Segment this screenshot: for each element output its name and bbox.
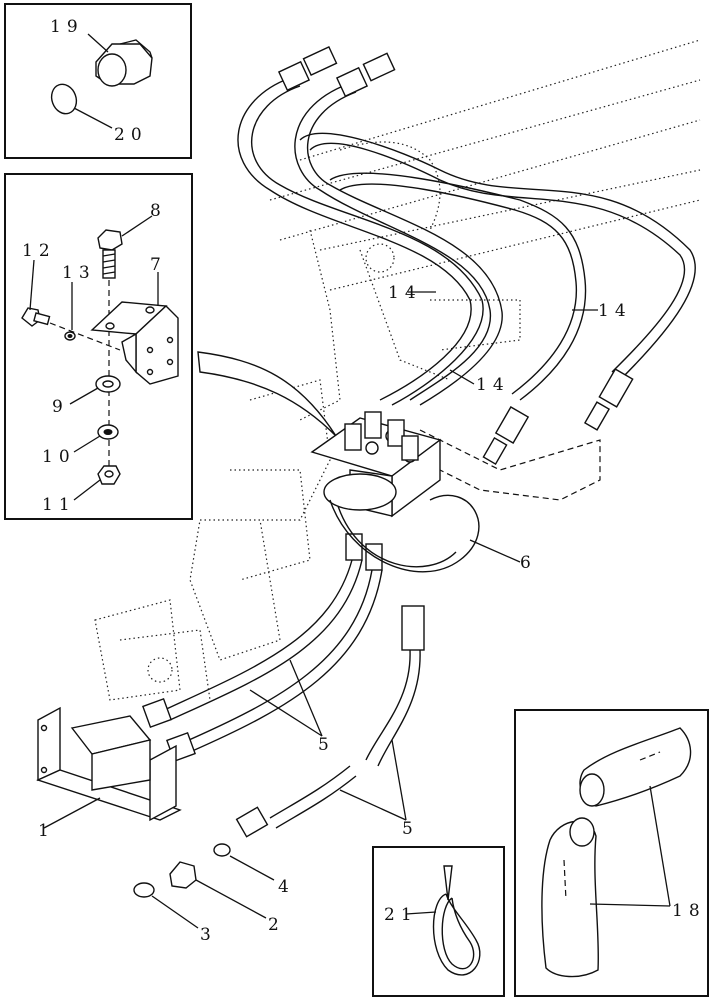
strap-buckle xyxy=(443,865,453,901)
adapter-part-2 xyxy=(169,861,197,889)
pointer-arrow xyxy=(197,351,337,437)
leader-11 xyxy=(73,479,101,501)
capscrew-part-12 xyxy=(21,307,51,327)
bracket-part-7 xyxy=(90,301,179,385)
bolt-part-8 xyxy=(97,229,123,279)
callout-8: 8 xyxy=(150,201,167,221)
callout-14b: 14 xyxy=(598,301,632,321)
callout-18: 18 xyxy=(672,901,706,921)
leader-9 xyxy=(69,387,99,405)
callout-12: 12 xyxy=(22,241,56,261)
straight-fitting xyxy=(401,605,425,651)
leader-21 xyxy=(405,911,437,915)
leader-2 xyxy=(195,879,267,919)
callout-7: 7 xyxy=(150,255,167,275)
callout-4: 4 xyxy=(278,877,295,897)
leader-18b xyxy=(589,903,671,907)
sleeve-part-18-lower xyxy=(541,820,600,978)
plug-part-19 xyxy=(95,39,153,87)
inset-frame-strap xyxy=(372,846,505,997)
coupler-plate-part-1: 1 xyxy=(36,706,182,841)
leader-1 xyxy=(43,797,101,829)
leader-5b2 xyxy=(391,739,407,821)
callout-13: 13 xyxy=(62,263,96,283)
callout-6: 6 xyxy=(520,553,537,573)
callout-14a: 14 xyxy=(388,283,422,303)
oring-part-3 xyxy=(133,882,155,898)
frame-outline-dotted xyxy=(94,39,701,701)
leader-5a1 xyxy=(249,689,323,737)
leader-12 xyxy=(29,259,35,311)
inset-frame-plug xyxy=(4,3,192,159)
hoses-14: 14 14 14 xyxy=(237,45,696,501)
leader-4 xyxy=(229,855,275,881)
valve-block-part-6: 6 xyxy=(310,411,537,573)
leader-10 xyxy=(73,435,101,453)
callout-9: 9 xyxy=(52,397,69,417)
hoses-5: 5 5 xyxy=(142,559,425,839)
inset-frame-bracket xyxy=(4,173,193,520)
leader-18a xyxy=(649,785,671,907)
callout-1: 1 xyxy=(38,821,55,841)
callout-5b: 5 xyxy=(402,819,419,839)
callout-14c: 14 xyxy=(476,375,510,395)
leader-5b1 xyxy=(339,789,407,821)
leader-3 xyxy=(151,895,199,929)
callout-21: 21 xyxy=(384,905,418,925)
callout-3: 3 xyxy=(200,925,217,945)
callout-20: 20 xyxy=(114,125,148,145)
leader-14c xyxy=(449,369,475,385)
swivel-fitting xyxy=(235,806,269,838)
inset-strap: 21 xyxy=(372,846,505,997)
inset-plug-oring: 19 20 xyxy=(4,3,192,159)
loose-fittings: 2 3 4 xyxy=(133,843,295,945)
callout-2: 2 xyxy=(268,915,285,935)
callout-11: 11 xyxy=(42,495,76,515)
callout-10: 10 xyxy=(42,447,76,467)
inset-bracket-hardware: 8 7 12 13 9 10 11 xyxy=(4,173,193,520)
oring-part-4 xyxy=(213,843,231,857)
leader-5a2 xyxy=(289,659,323,737)
inset-frame-sleeve xyxy=(514,709,709,997)
leader-19 xyxy=(87,33,109,53)
leader-8 xyxy=(121,215,153,237)
inset-sleeve: 18 xyxy=(514,709,709,997)
oring-part-20 xyxy=(50,83,78,115)
callout-19: 19 xyxy=(50,17,84,37)
capscrew-axis xyxy=(49,322,121,351)
callout-5a: 5 xyxy=(318,735,335,755)
leader-20 xyxy=(73,107,113,129)
strap-part-21 xyxy=(432,893,481,976)
leader-6 xyxy=(469,539,521,563)
